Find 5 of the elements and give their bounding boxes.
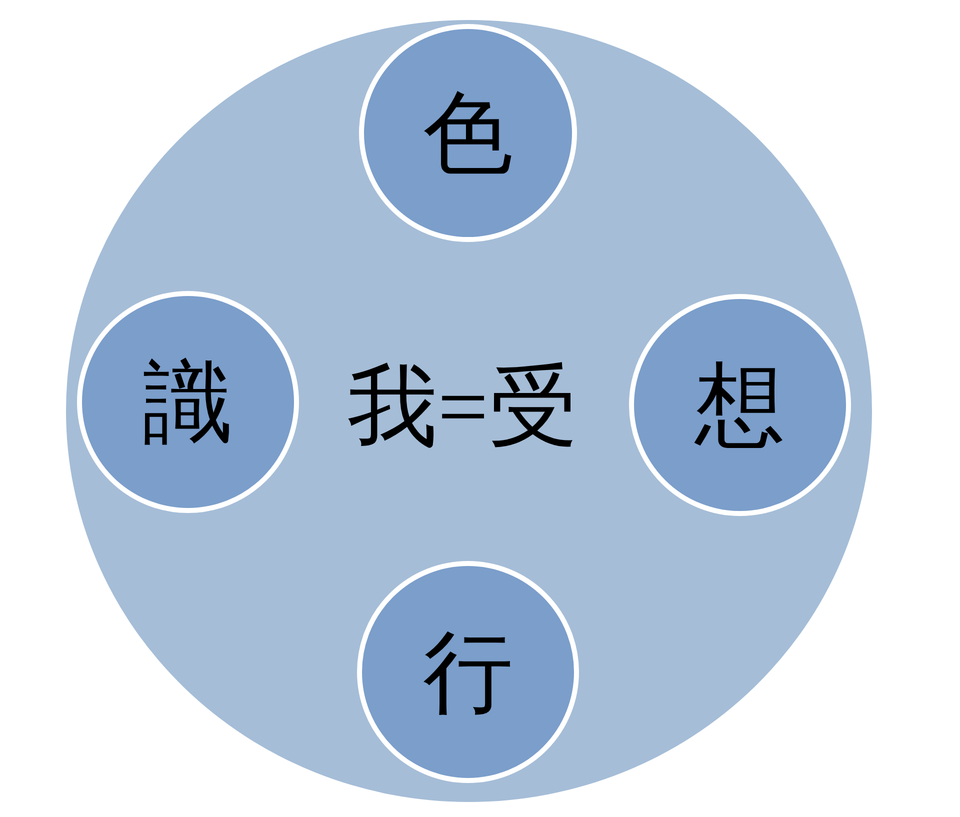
circle-label: 想 (695, 362, 785, 452)
circle-label: 色 (423, 90, 513, 180)
circle-label: 識 (143, 359, 233, 449)
center-label: 我=受 (348, 363, 578, 453)
circle-label: 行 (423, 629, 513, 719)
